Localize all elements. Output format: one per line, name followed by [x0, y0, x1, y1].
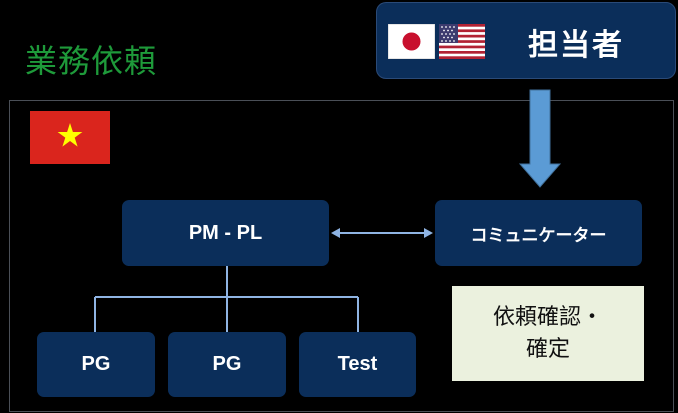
down-arrow-icon — [518, 89, 562, 188]
japan-flag-icon — [388, 24, 435, 59]
pg-node-1: PG — [37, 332, 155, 397]
usa-flag-icon — [439, 24, 485, 59]
pg-node-2: PG — [168, 332, 286, 397]
team-frame — [9, 100, 674, 412]
pm-pl-label: PM - PL — [188, 221, 263, 244]
assignee-label: 担当者 — [528, 28, 624, 63]
test-node: Test — [299, 332, 416, 397]
pg-label-1: PG — [81, 353, 111, 375]
pg-label-2: PG — [212, 353, 242, 375]
request-confirmation-note: 依頼確認・ 確定 — [452, 286, 644, 381]
vietnam-flag-icon — [30, 111, 110, 164]
communicator-label: コミュニケーター — [470, 225, 607, 246]
confirm-line-2: 確定 — [525, 336, 570, 362]
test-label: Test — [337, 353, 378, 375]
communicator-node: コミュニケーター — [435, 200, 642, 266]
pm-pl-node: PM - PL — [122, 200, 329, 266]
confirm-line-1: 依頼確認・ — [492, 304, 603, 330]
page-title: 業務依頼 — [25, 42, 158, 80]
